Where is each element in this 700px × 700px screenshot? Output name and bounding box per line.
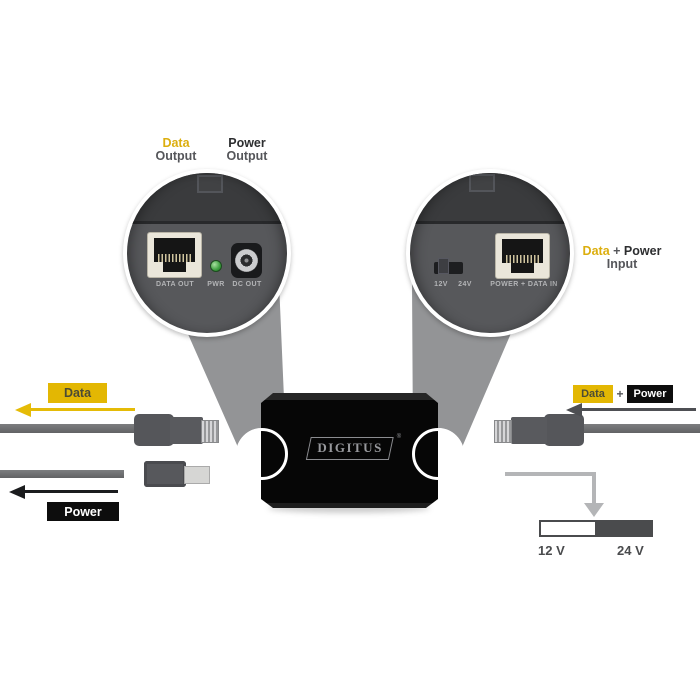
device-top-edge	[410, 173, 570, 224]
registered-mark: ®	[396, 434, 401, 440]
power-output-label: Power Output	[214, 137, 280, 163]
rj45-connector-boot-left	[134, 414, 174, 446]
magnifier-source-ring-right	[412, 428, 464, 480]
device-top-emboss-icon	[469, 174, 495, 192]
input-power-word: Power	[623, 244, 662, 258]
dc-connector-tip-icon	[184, 466, 210, 484]
power-output-word: Power	[228, 136, 266, 150]
plus-sign: +	[616, 387, 624, 401]
data-output-sub: Output	[155, 149, 197, 163]
dc-power-cable-left	[0, 470, 124, 478]
device-top-edge	[127, 173, 287, 224]
power-badge: Power	[627, 385, 673, 403]
magnifier-source-ring-left	[236, 428, 288, 480]
rj45-connector-pins-icon	[201, 420, 219, 443]
input-plus: +	[613, 244, 621, 258]
data-output-word: Data	[162, 136, 190, 150]
device-top-emboss-icon	[197, 175, 223, 193]
input-data-word: Data	[582, 244, 610, 258]
voltage-12v-label: 12 V	[538, 543, 565, 558]
dc-connector-ribs-icon	[120, 465, 146, 483]
rj45-connector-icon	[170, 417, 203, 444]
rj45-port-icon	[147, 232, 202, 278]
voltage-24v-label: 24 V	[617, 543, 644, 558]
input-flow-arrow-icon	[566, 403, 698, 417]
voltage-switch-knob-icon	[438, 258, 449, 274]
voltage-bar-24v-cell	[594, 522, 651, 535]
digitus-logo-text: DIGITUS	[316, 440, 383, 455]
power-badge: Power	[47, 502, 119, 521]
power-flow-arrow-left-icon	[0, 485, 120, 499]
callout-circle-output: DATA OUT PWR DC OUT	[123, 169, 291, 337]
power-led-icon	[210, 260, 222, 272]
rj45-connector-icon	[511, 417, 547, 444]
rj45-connector-boot-right	[544, 414, 584, 446]
voltage-bar-12v-cell	[541, 522, 595, 535]
data-output-label: Data Output	[143, 137, 209, 163]
power-output-sub: Output	[226, 149, 268, 163]
input-sub: Input	[606, 257, 638, 271]
voltage-pointer-line	[505, 472, 596, 476]
voltage-bar	[539, 520, 653, 537]
data-power-input-label: Data + Power Input	[570, 245, 674, 271]
poe-splitter-device: DIGITUS ®	[261, 393, 438, 508]
callout-circle-input: 12V 24V POWER + DATA IN	[406, 169, 574, 337]
voltage-pointer-line	[592, 472, 596, 503]
ethernet-cable-right	[560, 424, 700, 433]
data-badge: Data	[573, 385, 613, 403]
digitus-logo: DIGITUS ®	[305, 437, 393, 460]
rj45-connector-pins-icon	[494, 420, 512, 443]
dc-connector-icon	[144, 461, 186, 487]
data-badge: Data	[48, 383, 107, 403]
dc-jack-icon	[231, 243, 262, 278]
rj45-port-icon	[495, 233, 550, 279]
device-shadow	[268, 503, 430, 513]
data-flow-arrow-left-icon	[0, 403, 140, 417]
ethernet-cable-left	[0, 424, 138, 433]
voltage-pointer-arrowhead-icon	[584, 503, 604, 517]
